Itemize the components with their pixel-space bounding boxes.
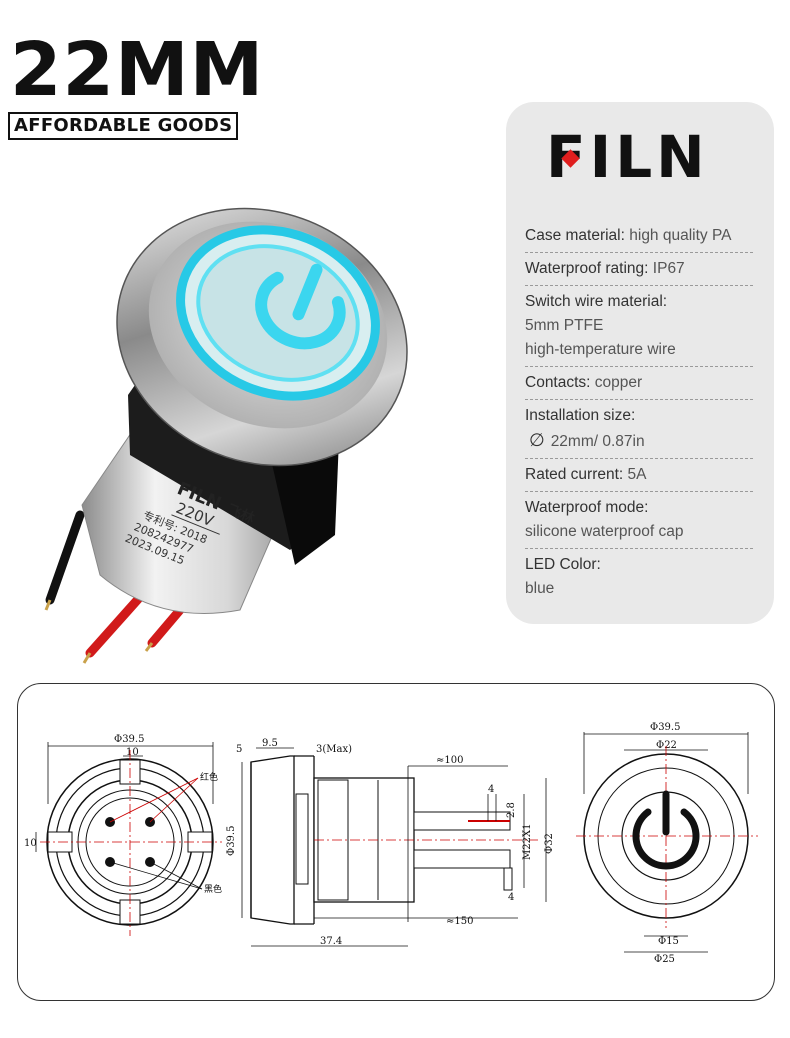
red-label: 红色 xyxy=(200,771,218,783)
spec-panel: FILN Case material: high quality PA Wate… xyxy=(506,102,774,624)
black-label: 黑色 xyxy=(204,883,222,895)
front-power-icon xyxy=(632,808,700,870)
technical-drawing: Φ39.5 10 10 红色 黑色 xyxy=(17,683,775,1001)
spec-value: 5A xyxy=(627,466,647,483)
spec-led-color: LED Color: blue xyxy=(525,549,753,605)
red-wire-1 xyxy=(85,592,145,658)
spec-case-material: Case material: high quality PA xyxy=(525,220,753,253)
headline: 22MM xyxy=(10,27,265,113)
side-view: 5 9.5 3(Max) Φ39.5 ≈100 4 xyxy=(226,738,555,947)
spec-key: Contacts: xyxy=(525,374,591,391)
side-d4a: 4 xyxy=(488,784,494,795)
spec-value: 22mm/ 0.87in xyxy=(550,433,645,450)
spec-value: high-temperature wire xyxy=(525,341,676,358)
red-wire-2 xyxy=(147,605,185,648)
front-dia39-5: Φ39.5 xyxy=(650,722,680,733)
spec-contacts: Contacts: copper xyxy=(525,367,753,400)
back-height-10: 10 xyxy=(24,838,37,849)
spec-key: Switch wire material: xyxy=(525,293,668,310)
spec-value: silicone waterproof cap xyxy=(525,523,684,540)
spec-switch-wire: Switch wire material: 5mm PTFE high-temp… xyxy=(525,286,753,367)
back-view: Φ39.5 10 10 红色 黑色 xyxy=(24,734,222,936)
front-dia25: Φ25 xyxy=(654,954,675,965)
front-dia22: Φ22 xyxy=(656,740,677,751)
spec-waterproof-rating: Waterproof rating: IP67 xyxy=(525,253,753,286)
brand-logo: FILN xyxy=(546,128,742,186)
side-length: 37.4 xyxy=(320,936,342,947)
spec-key: LED Color: xyxy=(525,556,601,573)
side-dia32: Φ32 xyxy=(544,833,555,854)
back-width-10: 10 xyxy=(126,747,139,758)
diameter-icon: ∅ xyxy=(529,430,545,450)
spec-installation-size: Installation size: ∅ 22mm/ 0.87in xyxy=(525,400,753,459)
spec-value: blue xyxy=(525,580,555,597)
side-d5: 5 xyxy=(236,744,242,755)
product-image: FILN 飞林 220V 专利号: 2018 208242977 2023.09… xyxy=(44,207,408,664)
spec-key: Installation size: xyxy=(525,407,636,424)
spec-key: Waterproof mode: xyxy=(525,499,649,516)
side-wire-100: ≈100 xyxy=(436,755,463,766)
tagline: AFFORDABLE GOODS xyxy=(8,112,239,140)
spec-waterproof-mode: Waterproof mode: silicone waterproof cap xyxy=(525,492,753,549)
spec-rated-current: Rated current: 5A xyxy=(525,459,753,492)
front-view: Φ39.5 Φ22 Φ15 Φ25 xyxy=(576,722,758,965)
side-d9-5: 9.5 xyxy=(262,738,278,749)
spec-value: copper xyxy=(594,374,643,391)
side-d4b: 4 xyxy=(508,892,514,903)
spec-value: 5mm PTFE xyxy=(525,317,604,334)
spec-key: Case material: xyxy=(525,227,625,244)
side-d2-8: 2.8 xyxy=(506,802,517,818)
spec-value: IP67 xyxy=(652,260,685,277)
back-dia-outer: Φ39.5 xyxy=(114,734,144,745)
side-dia39-5: Φ39.5 xyxy=(226,826,237,856)
side-wire-150: ≈150 xyxy=(446,916,473,927)
spec-key: Rated current: xyxy=(525,466,624,483)
spec-key: Waterproof rating: xyxy=(525,260,649,277)
side-d3max: 3(Max) xyxy=(316,744,352,755)
front-dia15: Φ15 xyxy=(658,936,679,947)
spec-value: high quality PA xyxy=(629,227,732,244)
spec-list: Case material: high quality PA Waterproo… xyxy=(525,220,753,605)
power-icon xyxy=(255,263,346,350)
switch-body xyxy=(81,419,291,614)
black-wire xyxy=(45,510,85,605)
side-thread: M22X1 xyxy=(522,824,533,860)
